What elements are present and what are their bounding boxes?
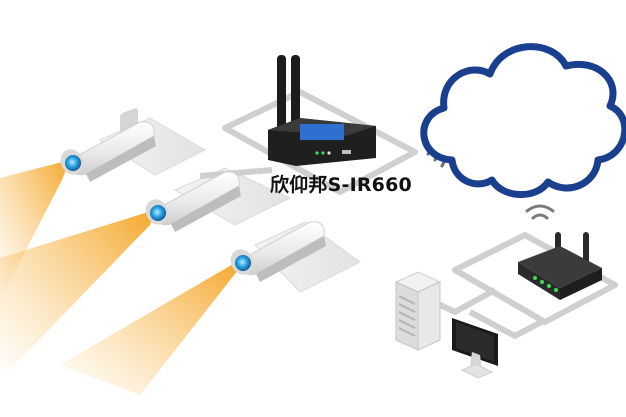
- lens-icon: [235, 255, 251, 271]
- device-label: 欣仰邦S-IR660: [270, 174, 412, 196]
- lens-icon: [150, 205, 166, 221]
- router-link-frame: [222, 89, 418, 195]
- cloud-icon: [420, 43, 626, 198]
- camera-light-beams: [0, 160, 240, 395]
- cctv-camera-icon: [60, 108, 156, 182]
- cctv-camera-icon: [145, 171, 241, 232]
- gateway-link-frame: [452, 232, 618, 325]
- camera-beam-3: [60, 260, 240, 395]
- cctv-camera-icon: [230, 221, 326, 282]
- monitor-icon: [452, 318, 498, 379]
- camera-beam-2: [0, 210, 155, 380]
- server-tower-icon: [394, 271, 442, 351]
- camera-link-line: [199, 167, 273, 179]
- antenna-icon: [277, 55, 286, 147]
- monitor-link-line: [468, 309, 547, 339]
- router-screen: [300, 124, 344, 140]
- industrial-router-icon: [268, 55, 376, 166]
- gateway-router-icon: [518, 232, 602, 300]
- wifi-signal-icon: [525, 204, 555, 220]
- lens-icon: [65, 155, 81, 171]
